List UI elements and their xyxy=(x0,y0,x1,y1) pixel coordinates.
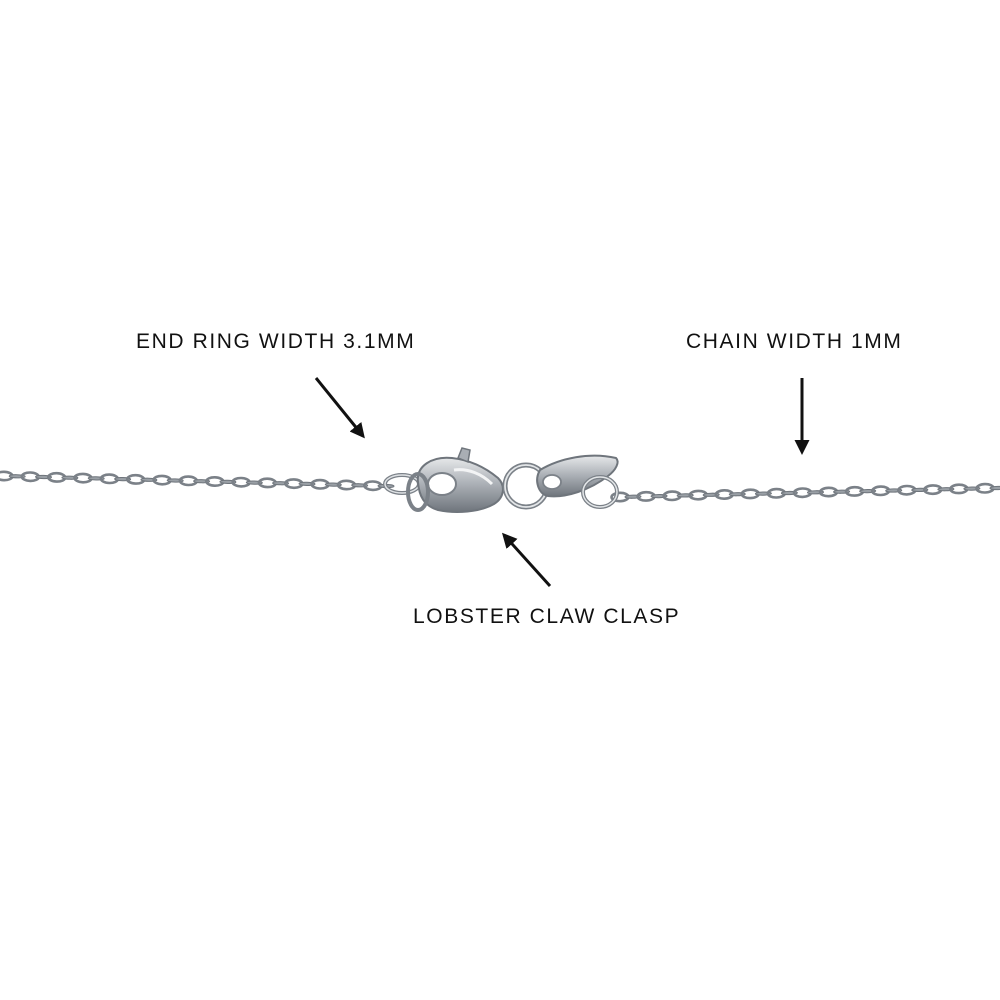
lobster-claw-clasp xyxy=(406,447,504,513)
chain-link xyxy=(989,485,1000,491)
end-ring-arrow xyxy=(314,377,365,439)
lobster-claw-clasp-label: LOBSTER CLAW CLASP xyxy=(413,605,681,628)
chain-right-strand xyxy=(610,482,1000,503)
tag-ring xyxy=(581,475,619,509)
chain-left-strand xyxy=(0,470,395,492)
clasp-tag xyxy=(536,454,619,498)
clasp-arrow xyxy=(501,532,552,588)
end-ring-width-label: END RING WIDTH 3.1MM xyxy=(136,330,416,353)
chain-width-label: CHAIN WIDTH 1MM xyxy=(686,330,903,353)
